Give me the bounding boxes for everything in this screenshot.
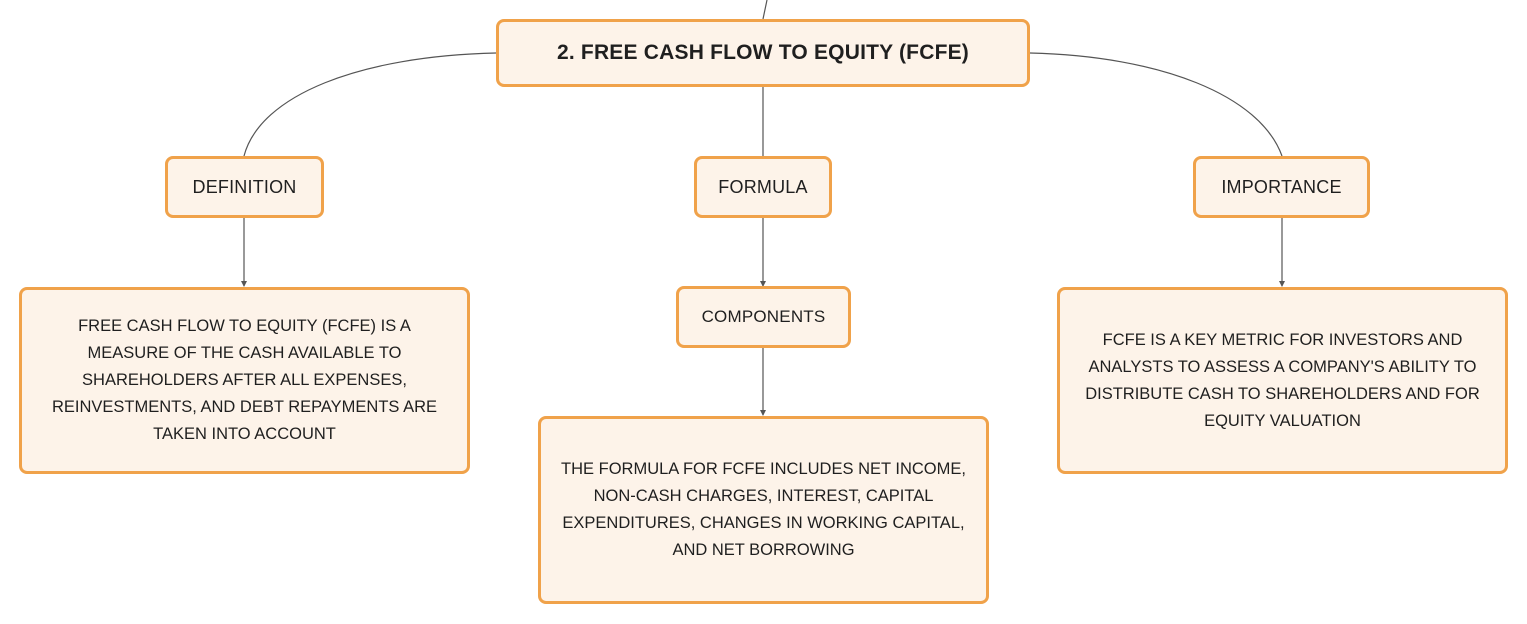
importance-node[interactable]: IMPORTANCE bbox=[1193, 156, 1370, 218]
definition-detail-text: FREE CASH FLOW TO EQUITY (FCFE) IS A MEA… bbox=[51, 317, 438, 443]
root-node-label: 2. FREE CASH FLOW TO EQUITY (FCFE) bbox=[556, 41, 970, 64]
root-node[interactable]: 2. FREE CASH FLOW TO EQUITY (FCFE) bbox=[496, 19, 1030, 87]
importance-detail-node[interactable]: FCFE IS A KEY METRIC FOR INVESTORS AND A… bbox=[1057, 287, 1508, 474]
definition-node-label: DEFINITION bbox=[192, 176, 297, 197]
connector-parent-to-root bbox=[762, 0, 768, 20]
connector-root-to-definition bbox=[243, 52, 497, 157]
components-node[interactable]: COMPONENTS bbox=[676, 286, 851, 348]
importance-detail-text: FCFE IS A KEY METRIC FOR INVESTORS AND A… bbox=[1085, 330, 1480, 430]
components-detail-node[interactable]: THE FORMULA FOR FCFE INCLUDES NET INCOME… bbox=[538, 416, 989, 604]
definition-detail-node[interactable]: FREE CASH FLOW TO EQUITY (FCFE) IS A MEA… bbox=[19, 287, 470, 474]
formula-node[interactable]: FORMULA bbox=[694, 156, 832, 218]
components-detail-text: THE FORMULA FOR FCFE INCLUDES NET INCOME… bbox=[561, 460, 966, 559]
connector-root-to-importance bbox=[1029, 52, 1283, 157]
importance-node-label: IMPORTANCE bbox=[1221, 176, 1342, 197]
components-node-label: COMPONENTS bbox=[701, 307, 826, 326]
definition-node[interactable]: DEFINITION bbox=[165, 156, 324, 218]
formula-node-label: FORMULA bbox=[718, 176, 808, 197]
